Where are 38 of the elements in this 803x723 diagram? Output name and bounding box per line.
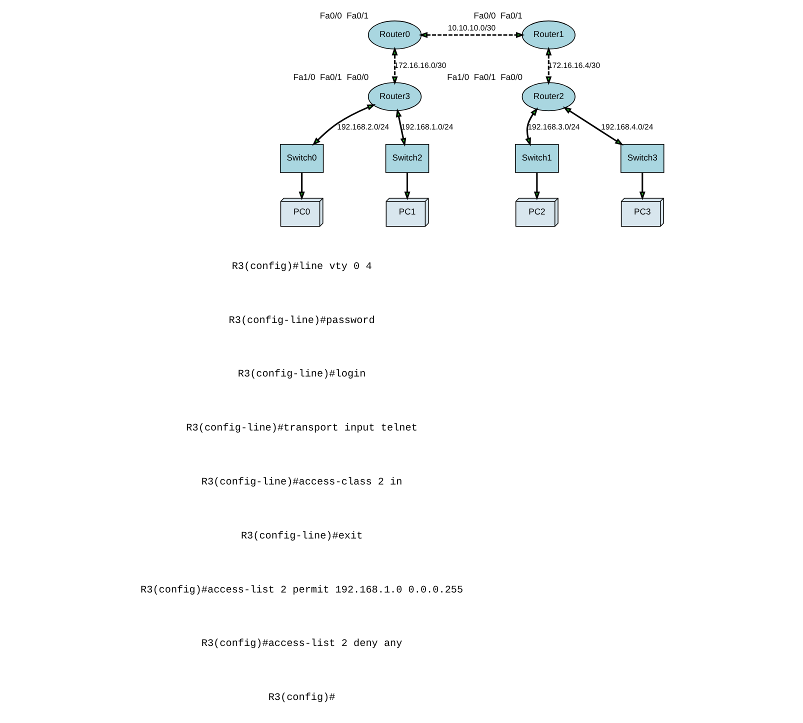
label: R3(config-line)#transport input telnet bbox=[186, 424, 417, 435]
label: R3(config)#access-list 2 deny any bbox=[200, 639, 402, 650]
edge-label: 172.16.16.4/30 bbox=[548, 60, 600, 70]
edge-label: 192.168.4.0/24 bbox=[600, 122, 653, 132]
node-label: Fa0/0 Fa0/1 bbox=[473, 10, 522, 20]
node-label: Fa1/0 Fa0/1 Fa0/0 bbox=[292, 72, 368, 82]
label: R3(config-line)#exit bbox=[240, 531, 362, 542]
label: R3(config-line)#login bbox=[237, 370, 366, 381]
edge-label: 192.168.1.0/24 bbox=[400, 122, 453, 132]
edge-label: 172.16.16.0/30 bbox=[394, 60, 446, 70]
label: R3(config-line)#access-class 2 in bbox=[200, 477, 402, 488]
node-box: Switch1 bbox=[514, 144, 558, 173]
edge-label: 192.168.3.0/24 bbox=[527, 122, 580, 132]
node-ellipse: Router0 bbox=[367, 20, 422, 50]
arrow bbox=[404, 172, 410, 200]
arrow bbox=[533, 172, 540, 200]
arrow bbox=[562, 106, 624, 146]
label: R3(config)#access-list 2 permit 192.168.1.0 0.0.0.255 bbox=[140, 585, 463, 596]
edge-label: 192.168.2.0/24 bbox=[336, 122, 389, 132]
edge-label: 10.10.10.0/30 bbox=[447, 23, 496, 32]
arrow bbox=[545, 46, 552, 85]
arrow bbox=[395, 108, 406, 147]
label: R3(config)#line vty 0 4 bbox=[231, 262, 372, 273]
arrow bbox=[391, 46, 398, 85]
node-label: Fa1/0 Fa0/1 Fa0/0 bbox=[446, 72, 522, 82]
node-box: Switch2 bbox=[384, 144, 429, 173]
node-box: Switch3 bbox=[620, 144, 664, 173]
arrow bbox=[418, 32, 524, 38]
label: R3(config-line)#password bbox=[228, 316, 374, 327]
node-ellipse: Router2 bbox=[521, 82, 575, 112]
arrow bbox=[312, 104, 376, 146]
node-box: Switch0 bbox=[279, 144, 324, 173]
node-label: Fa0/0 Fa0/1 bbox=[319, 10, 368, 20]
arrow bbox=[524, 107, 538, 146]
arrow bbox=[638, 172, 645, 200]
label: R3(config)# bbox=[268, 693, 335, 704]
arrow bbox=[298, 172, 304, 200]
node-ellipse: Router1 bbox=[521, 20, 575, 50]
